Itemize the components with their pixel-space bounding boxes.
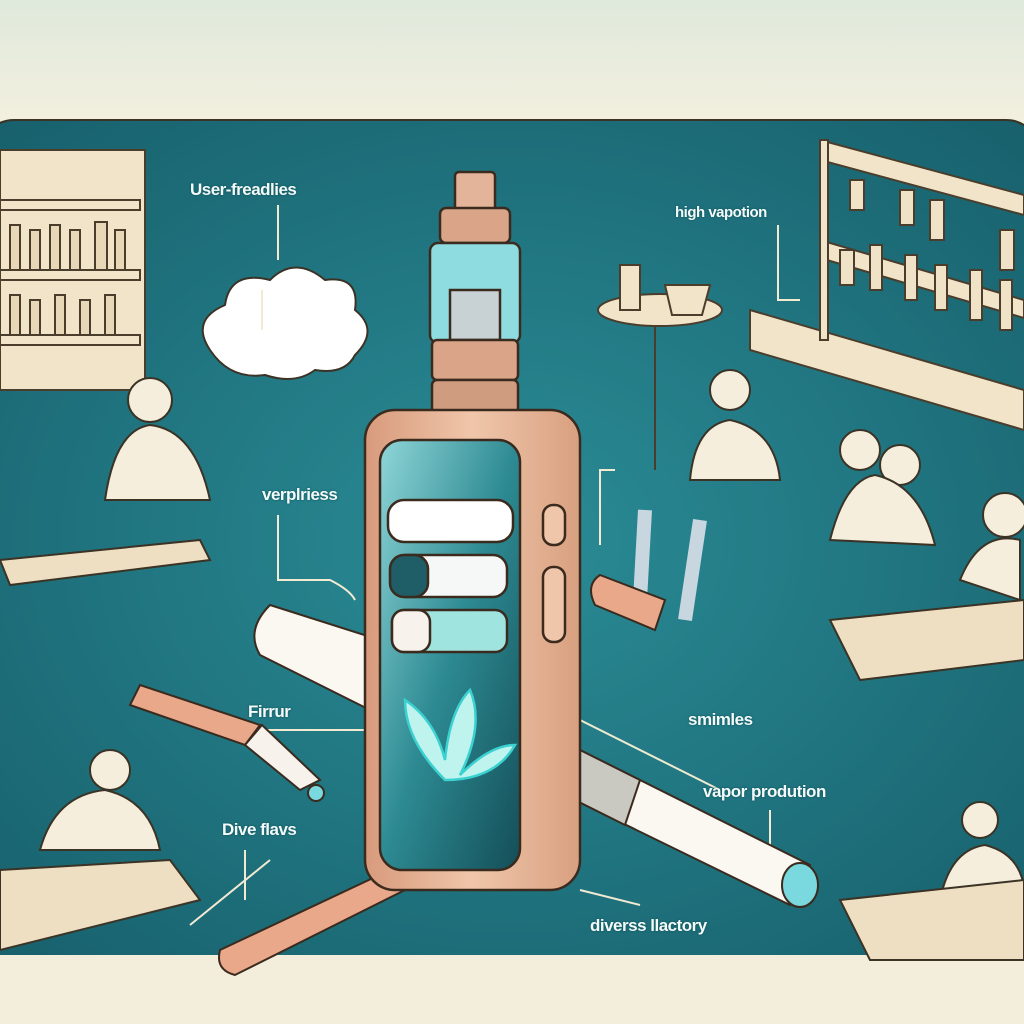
label-diverse-battery: diverss llactory	[590, 916, 707, 935]
left-shelf	[0, 149, 146, 391]
vape-device	[363, 170, 582, 892]
cigarette-left	[253, 603, 382, 712]
label-diverse-flavors: Dive flavs	[222, 820, 297, 839]
people	[0, 369, 1024, 961]
label-high-vaporization: high vapotion	[675, 204, 767, 221]
label-vapor-production: vapor prodution	[703, 782, 826, 801]
label-smiles: smimles	[688, 710, 753, 729]
label-flavor: Firrur	[248, 702, 291, 721]
label-user-friendly: User-freadlies	[190, 180, 297, 199]
leaf-icon	[403, 687, 518, 782]
cloud-icon	[201, 266, 369, 380]
label-versatility: verplriess	[262, 485, 338, 504]
vape-pen-left	[128, 683, 325, 802]
right-shelf	[749, 138, 1024, 432]
round-table	[597, 264, 723, 470]
